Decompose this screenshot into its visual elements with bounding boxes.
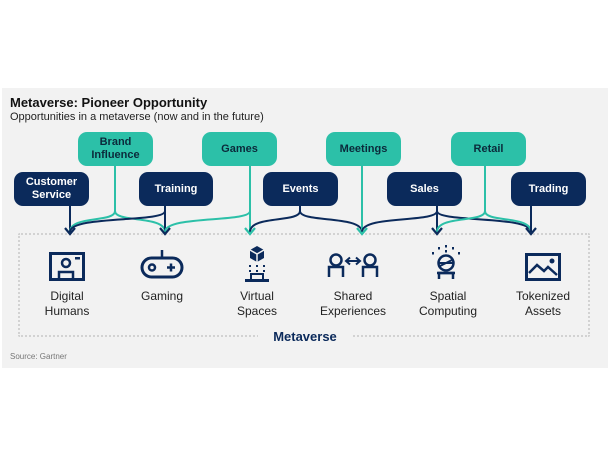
category-virtual-spaces: Virtual Spaces xyxy=(207,289,307,319)
category-digital-humans: Digital Humans xyxy=(17,289,117,319)
opportunity-training: Training xyxy=(139,172,213,206)
category-label-line1: Shared xyxy=(333,289,373,303)
opportunity-brand-influence: Brand Influence xyxy=(78,132,153,166)
category-tokenized-assets: Tokenized Assets xyxy=(493,289,593,319)
source-note: Source: Gartner xyxy=(10,352,67,361)
connection-sales-to-tokenized_assets xyxy=(436,206,532,233)
diagram-subtitle: Opportunities in a metaverse (now and in… xyxy=(10,111,264,123)
arrowhead-digital_humans xyxy=(64,227,76,236)
vr-headset-icon xyxy=(432,245,460,279)
category-shared-experiences: Shared Experiences xyxy=(303,289,403,319)
arrowhead-spatial_computing xyxy=(431,227,443,236)
category-label-line2: Assets xyxy=(524,304,561,318)
category-gaming: Gaming xyxy=(112,289,212,304)
category-label-line2: Spaces xyxy=(236,304,278,318)
diagram-title: Metaverse: Pioneer Opportunity xyxy=(10,95,208,110)
opportunity-events: Events xyxy=(263,172,338,206)
image-frame-icon xyxy=(525,253,561,281)
connection-events-to-shared_experiences xyxy=(299,206,363,233)
category-label-line1: Spatial xyxy=(429,289,467,303)
game-controller-icon xyxy=(140,250,184,279)
metaverse-label: Metaverse xyxy=(258,329,352,344)
category-label-line1: Virtual xyxy=(240,289,274,303)
opportunity-customer-service: Customer Service xyxy=(14,172,89,206)
opportunity-retail: Retail xyxy=(451,132,526,166)
opportunity-trading: Trading xyxy=(511,172,586,206)
video-avatar-icon xyxy=(49,252,85,281)
opportunity-games: Games xyxy=(202,132,277,166)
arrowhead-gaming xyxy=(159,227,171,236)
category-label-line1: Tokenized xyxy=(515,289,571,303)
arrowhead-tokenized_assets xyxy=(525,227,537,236)
category-label-line1: Digital xyxy=(50,289,84,303)
category-label-line2: Experiences xyxy=(319,304,387,318)
category-spatial-computing: Spatial Computing xyxy=(398,289,498,319)
category-label-line2: Computing xyxy=(418,304,478,318)
category-label-line1: Gaming xyxy=(140,289,184,303)
opportunity-meetings: Meetings xyxy=(326,132,401,166)
arrowhead-shared_experiences xyxy=(356,227,368,236)
people-exchange-icon xyxy=(327,253,379,277)
opportunity-sales: Sales xyxy=(387,172,462,206)
arrowhead-virtual_spaces xyxy=(244,227,256,236)
connection-sales-to-shared_experiences xyxy=(361,206,438,233)
connection-retail-to-tokenized_assets xyxy=(484,166,532,233)
connection-training-to-digital_humans xyxy=(69,206,166,233)
connection-events-to-virtual_spaces xyxy=(249,206,301,233)
cube-platform-icon xyxy=(245,246,269,282)
category-label-line2: Humans xyxy=(44,304,90,318)
